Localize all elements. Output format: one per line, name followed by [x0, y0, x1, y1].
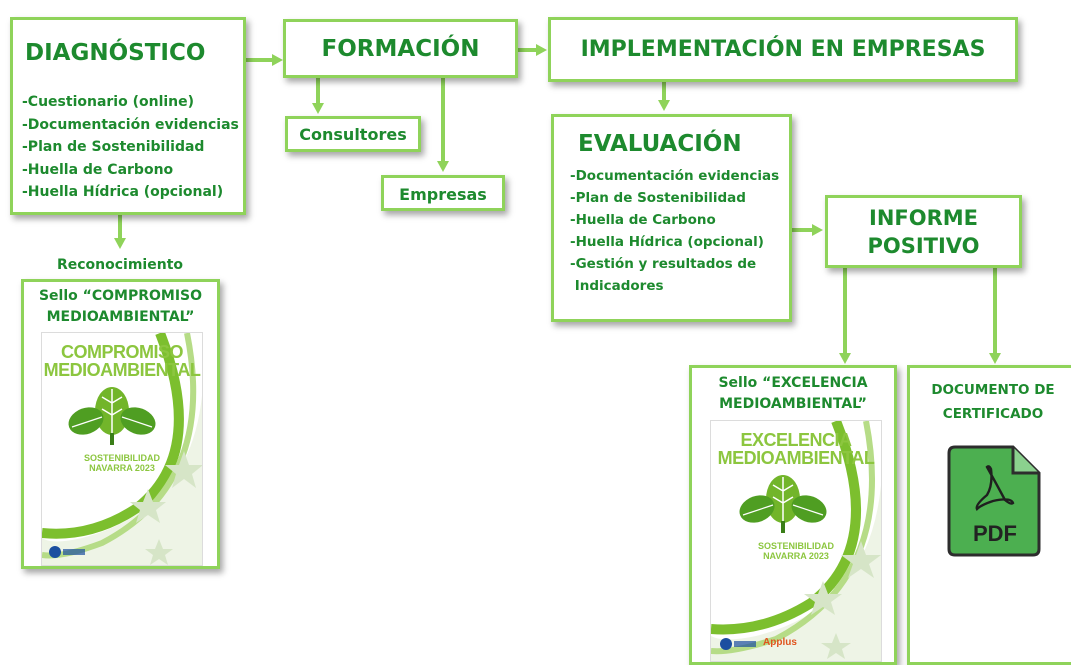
informe-box: INFORME POSITIVO: [825, 195, 1022, 268]
poster-sub-line2: NAVARRA 2023: [89, 463, 155, 473]
sello-compromiso-caption: Sello “COMPROMISO MEDIOAMBIENTAL”: [24, 286, 217, 328]
list-item: -Cuestionario (online): [22, 94, 195, 110]
leaves-icon: [68, 387, 156, 445]
caption-line: MEDIOAMBIENTAL”: [719, 396, 867, 412]
formacion-title: FORMACIÓN: [321, 36, 480, 62]
poster-title-line1: EXCELENCIA: [740, 430, 852, 450]
pdf-label: PDF: [973, 521, 1017, 546]
pdf-file-icon: [947, 445, 1041, 557]
list-item: -Documentación evidencias: [22, 116, 239, 133]
organization-logo-icon: [720, 638, 756, 650]
poster-title: COMPROMISO MEDIOAMBIENTAL: [42, 343, 202, 379]
caption-line: MEDIOAMBIENTAL”: [46, 309, 195, 325]
evaluacion-list: -Documentación evidencias -Plan de Soste…: [570, 165, 779, 297]
poster-sub-line1: SOSTENIBILIDAD: [757, 541, 834, 551]
compromiso-poster: COMPROMISO MEDIOAMBIENTAL SOSTENIBILIDAD…: [41, 332, 203, 566]
poster-subtitle: SOSTENIBILIDAD NAVARRA 2023: [711, 541, 881, 561]
poster-sub-line1: SOSTENIBILIDAD: [83, 453, 160, 463]
caption-line: DOCUMENTO DE: [931, 382, 1055, 398]
formacion-box: FORMACIÓN: [283, 19, 518, 78]
empresas-title: Empresas: [399, 185, 487, 204]
poster-title-line2: MEDIOAMBIENTAL: [717, 448, 875, 468]
list-item: -Huella Hídrica (opcional): [22, 184, 224, 200]
organization-logo-icon: [49, 546, 85, 558]
caption-line: Sello “COMPROMISO: [38, 288, 203, 304]
connector-arrows: [114, 44, 1001, 364]
list-item: -Plan de Sostenibilidad: [570, 190, 746, 206]
list-item: -Gestión y resultados de: [570, 256, 757, 272]
evaluacion-box: EVALUACIÓN -Documentación evidencias -Pl…: [551, 114, 792, 322]
documento-box: DOCUMENTO DE CERTIFICADO PDF: [907, 365, 1071, 665]
caption-line: CERTIFICADO: [942, 406, 1044, 422]
sello-excelencia-caption: Sello “EXCELENCIA MEDIOAMBIENTAL”: [692, 373, 894, 415]
reconocimiento-label: Reconocimiento: [56, 257, 184, 273]
informe-line2: POSITIVO: [867, 234, 980, 258]
evaluacion-title: EVALUACIÓN: [578, 131, 742, 157]
poster-title-line1: COMPROMISO: [60, 342, 184, 362]
informe-line1: INFORME: [869, 206, 978, 230]
consultores-box: Consultores: [285, 116, 421, 152]
list-item: -Plan de Sostenibilidad: [22, 139, 205, 155]
list-item: -Huella Hídrica (opcional): [570, 234, 764, 250]
consultores-title: Consultores: [299, 125, 407, 144]
list-item: Indicadores: [570, 278, 664, 294]
diagnostico-list: -Cuestionario (online) -Documentación ev…: [22, 91, 239, 204]
informe-title: INFORME POSITIVO: [828, 204, 1019, 260]
caption-line: Sello “EXCELENCIA: [718, 375, 868, 391]
sello-excelencia-box: Sello “EXCELENCIA MEDIOAMBIENTAL” EXCELE…: [689, 365, 897, 665]
list-item: -Huella de Carbono: [570, 212, 716, 228]
list-item: -Huella de Carbono: [22, 161, 174, 178]
poster-title: EXCELENCIA MEDIOAMBIENTAL: [711, 431, 881, 467]
diagnostico-box: DIAGNÓSTICO -Cuestionario (online) -Docu…: [10, 17, 246, 215]
diagnostico-title: DIAGNÓSTICO: [25, 40, 206, 66]
poster-subtitle: SOSTENIBILIDAD NAVARRA 2023: [42, 453, 202, 473]
sello-compromiso-box: Sello “COMPROMISO MEDIOAMBIENTAL” COMPRO…: [21, 279, 220, 569]
poster-sub-line2: NAVARRA 2023: [763, 551, 829, 561]
excelencia-poster: EXCELENCIA MEDIOAMBIENTAL SOSTENIBILIDAD…: [710, 420, 882, 662]
poster-title-line2: MEDIOAMBIENTAL: [43, 360, 201, 380]
list-item: -Documentación evidencias: [570, 168, 780, 184]
implementacion-box: IMPLEMENTACIÓN EN EMPRESAS: [548, 17, 1018, 82]
implementacion-title: IMPLEMENTACIÓN EN EMPRESAS: [580, 37, 986, 62]
leaves-icon: [739, 475, 827, 533]
empresas-box: Empresas: [381, 175, 505, 211]
partner-logo: Applus: [763, 637, 797, 648]
documento-caption: DOCUMENTO DE CERTIFICADO: [910, 378, 1071, 426]
